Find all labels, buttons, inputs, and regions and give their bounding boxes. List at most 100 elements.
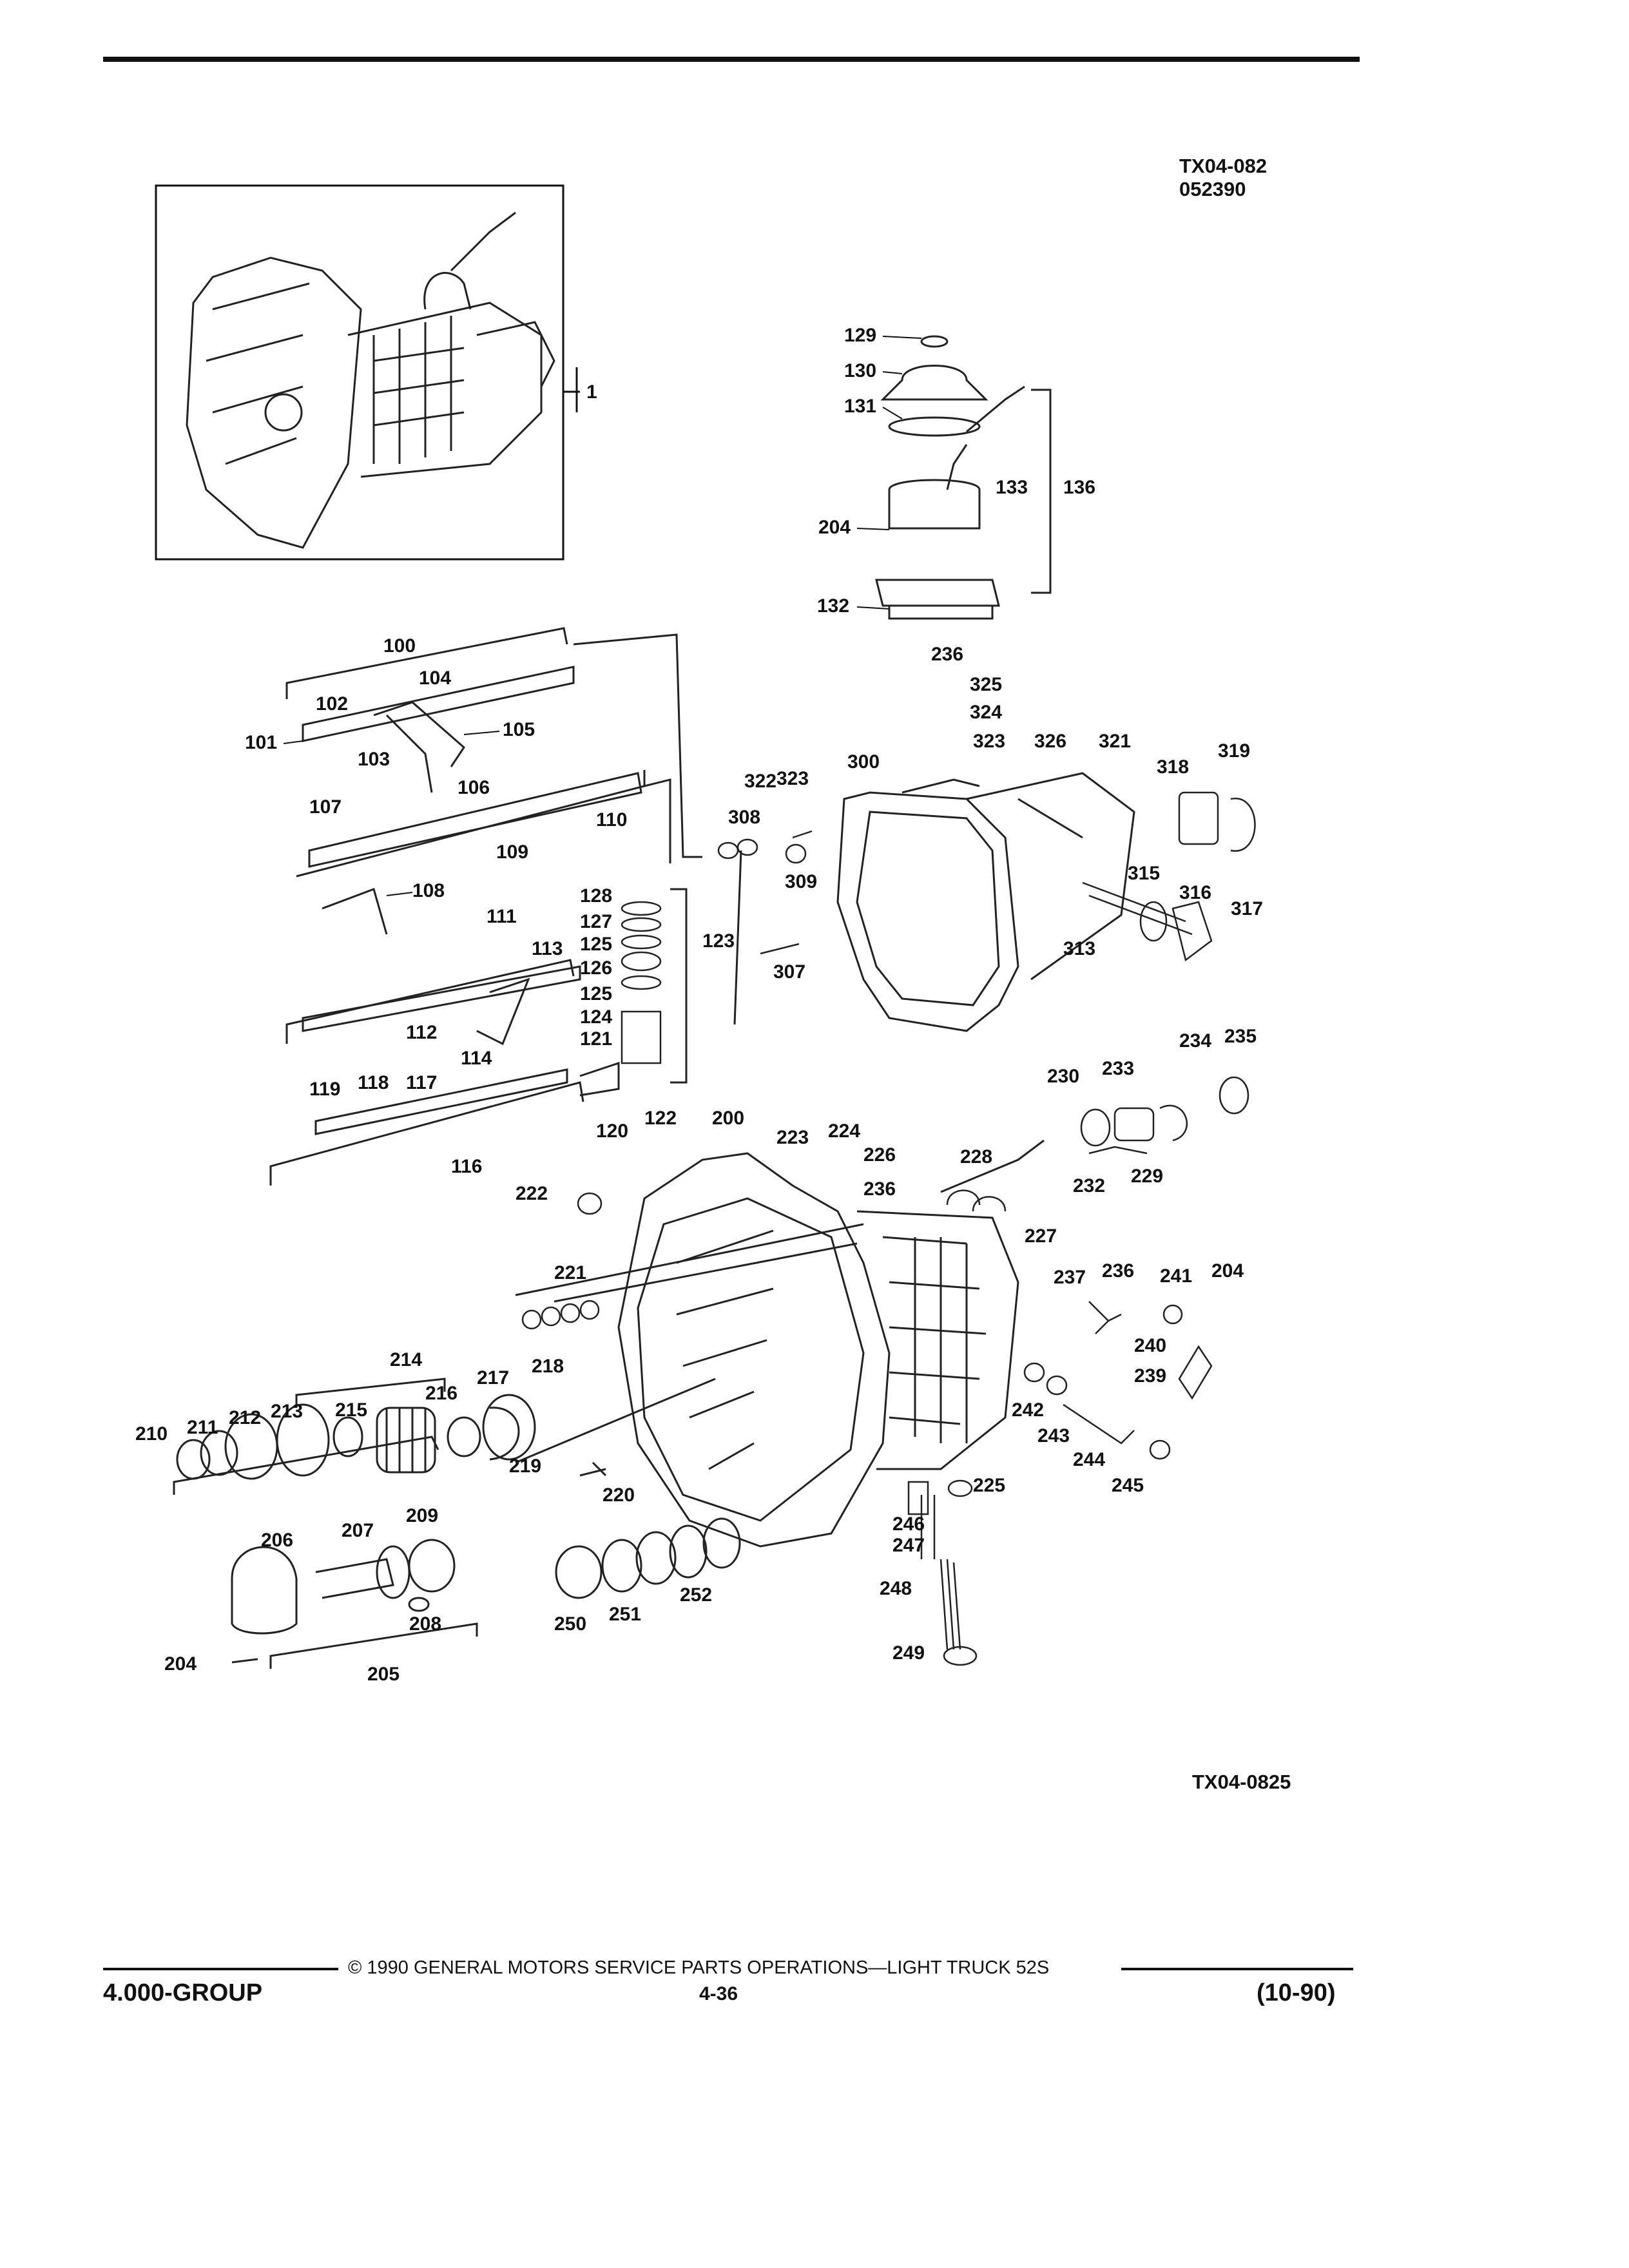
callout-230: 230 [1047,1066,1079,1087]
callout-206: 206 [261,1530,293,1551]
shift-lever-group [875,335,1052,620]
callout-223: 223 [776,1127,809,1148]
callout-228: 228 [960,1146,992,1168]
callout-218: 218 [532,1356,564,1377]
callout-207: 207 [342,1520,374,1541]
callout-212: 212 [229,1407,261,1428]
footer-date: (10-90) [1257,1979,1336,2006]
callout-242: 242 [1012,1399,1044,1421]
callout-114: 114 [461,1048,492,1069]
callout-239: 239 [1134,1365,1166,1387]
callout-224: 224 [828,1120,860,1142]
callout-111: 111 [487,906,517,927]
callout-246: 246 [892,1514,925,1535]
callout-105: 105 [503,719,535,740]
callout-102: 102 [316,693,348,715]
callout-222: 222 [516,1183,548,1204]
callout-241: 241 [1160,1265,1192,1287]
callout-252: 252 [680,1584,712,1606]
callout-307: 307 [773,961,805,983]
callout-326: 326 [1034,731,1066,752]
callout-110: 110 [596,809,627,831]
callout-125a: 125 [580,934,612,955]
callout-107: 107 [309,796,342,818]
callout-219: 219 [509,1456,541,1477]
callout-208: 208 [409,1613,441,1635]
callout-200: 200 [712,1108,744,1129]
callout-104: 104 [419,668,451,689]
callout-321: 321 [1099,731,1131,752]
top-rule [103,57,1360,62]
callout-101: 101 [245,732,277,753]
callout-226: 226 [863,1144,896,1166]
callout-234: 234 [1179,1030,1211,1052]
callout-325: 325 [970,674,1002,695]
callout-106: 106 [458,777,490,798]
shift-rails-group [269,627,742,1186]
callout-323b: 323 [973,731,1005,752]
callout-131: 131 [844,396,876,417]
callout-216: 216 [425,1383,458,1404]
callout-100: 100 [383,635,416,657]
callout-127: 127 [580,911,612,932]
drawing-ref-top: TX04-082 052390 [1179,155,1267,201]
callout-308: 308 [728,807,760,828]
callout-120: 120 [596,1120,628,1142]
footer-page-number: 4-36 [699,1983,738,2004]
callout-324: 324 [970,702,1002,723]
callout-319: 319 [1218,740,1250,762]
drawing-ref-top-line2: 052390 [1179,178,1246,200]
callouts: 129 130 131 133 136 204 132 100 104 102 … [135,325,1263,1685]
front-cover-group [555,1517,741,1599]
footer-copyright: © 1990 GENERAL MOTORS SERVICE PARTS OPER… [348,1957,1050,1978]
callout-220: 220 [602,1485,635,1506]
callout-129: 129 [844,325,876,346]
callout-318: 318 [1157,756,1189,778]
callout-116: 116 [451,1156,482,1177]
callout-243: 243 [1037,1425,1070,1446]
callout-317: 317 [1231,898,1263,919]
callout-113: 113 [532,938,563,959]
callout-132: 132 [817,595,849,617]
callout-123: 123 [702,930,735,952]
callout-108: 108 [412,880,445,901]
callout-213: 213 [271,1401,303,1422]
callout-204a: 204 [818,517,851,538]
callout-125b: 125 [580,983,612,1004]
callout-323a: 323 [776,768,809,789]
callout-251: 251 [609,1604,641,1625]
callout-315: 315 [1128,863,1160,884]
callout-128: 128 [580,885,612,907]
callout-233: 233 [1102,1058,1134,1079]
callout-245: 245 [1112,1475,1144,1496]
callout-229: 229 [1131,1166,1163,1187]
callout-126: 126 [580,957,612,979]
callout-300: 300 [847,751,880,773]
callout-124: 124 [580,1006,612,1028]
callout-248: 248 [880,1578,912,1599]
callout-309: 309 [785,871,817,892]
callout-119: 119 [309,1079,340,1100]
callout-214: 214 [390,1349,422,1370]
callout-235: 235 [1224,1026,1257,1047]
callout-240: 240 [1134,1335,1166,1356]
callout-112: 112 [406,1022,437,1043]
callout-118: 118 [358,1072,389,1093]
callout-227: 227 [1025,1225,1057,1247]
inset-assembled-view: 1 [155,184,597,561]
callout-130: 130 [844,360,876,381]
callout-136: 136 [1063,477,1095,498]
drawing-ref-top-line1: TX04-082 [1179,155,1268,177]
callout-236c: 236 [1102,1260,1134,1282]
callout-232: 232 [1073,1175,1105,1196]
callout-250: 250 [554,1613,586,1635]
footer-group: 4.000-GROUP [103,1979,263,2006]
callout-313: 313 [1063,938,1095,959]
callout-225: 225 [973,1475,1005,1496]
callout-237: 237 [1054,1267,1086,1288]
extension-housing-group [717,772,1256,1032]
callout-244: 244 [1073,1449,1105,1470]
callout-217: 217 [477,1367,509,1389]
callout-133: 133 [996,477,1028,498]
